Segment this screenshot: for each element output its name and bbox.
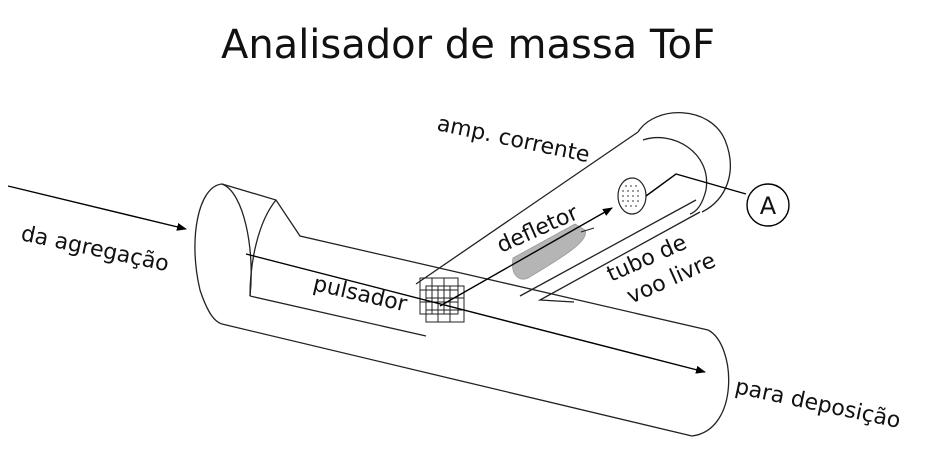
pulser-front-face: [425, 285, 465, 323]
label-deposition: para deposição: [733, 374, 903, 433]
flight-tube: [415, 112, 731, 303]
flight-tube-upper-edge: [415, 131, 639, 285]
deflector-plate: [512, 223, 587, 280]
label-source: da agregação: [19, 221, 171, 277]
diagram-title: Analisador de massa ToF: [221, 22, 715, 68]
main-pipe-inlet-outer-edge: [194, 183, 223, 325]
flight-tube-lower-edge: [537, 211, 701, 303]
label-pulser: pulsador: [311, 271, 411, 317]
flight-tube-end-ring-outer: [637, 112, 731, 213]
main-pipe-bottom-edge: [221, 323, 693, 437]
main-pipe-inner-back: [249, 199, 277, 297]
flight-tube-lower-inner-edge: [519, 199, 697, 297]
main-pipe-outlet-ring: [691, 329, 730, 437]
current-detector: [617, 177, 647, 215]
ammeter-symbol: [746, 183, 790, 227]
main-pipe-inlet-rim: [221, 183, 252, 297]
ammeter-wire: [645, 173, 747, 197]
incoming-beam-arrow: [7, 185, 187, 231]
deflector-plate-edge: [580, 227, 595, 233]
main-pipe-right-top-edge: [499, 281, 709, 331]
main-pipe-top-edge: [221, 183, 501, 283]
ammeter-label: A: [760, 192, 777, 220]
main-pipe-inner-lower: [249, 295, 427, 337]
label-current-amp: amp. corrente: [435, 111, 592, 168]
detector-dots: [622, 185, 639, 207]
main-pipe: [194, 183, 730, 437]
flight-tube-end-ring-inner: [642, 136, 708, 215]
deflected-beam-arrow: [439, 207, 613, 307]
main-beam-arrow: [245, 253, 706, 374]
